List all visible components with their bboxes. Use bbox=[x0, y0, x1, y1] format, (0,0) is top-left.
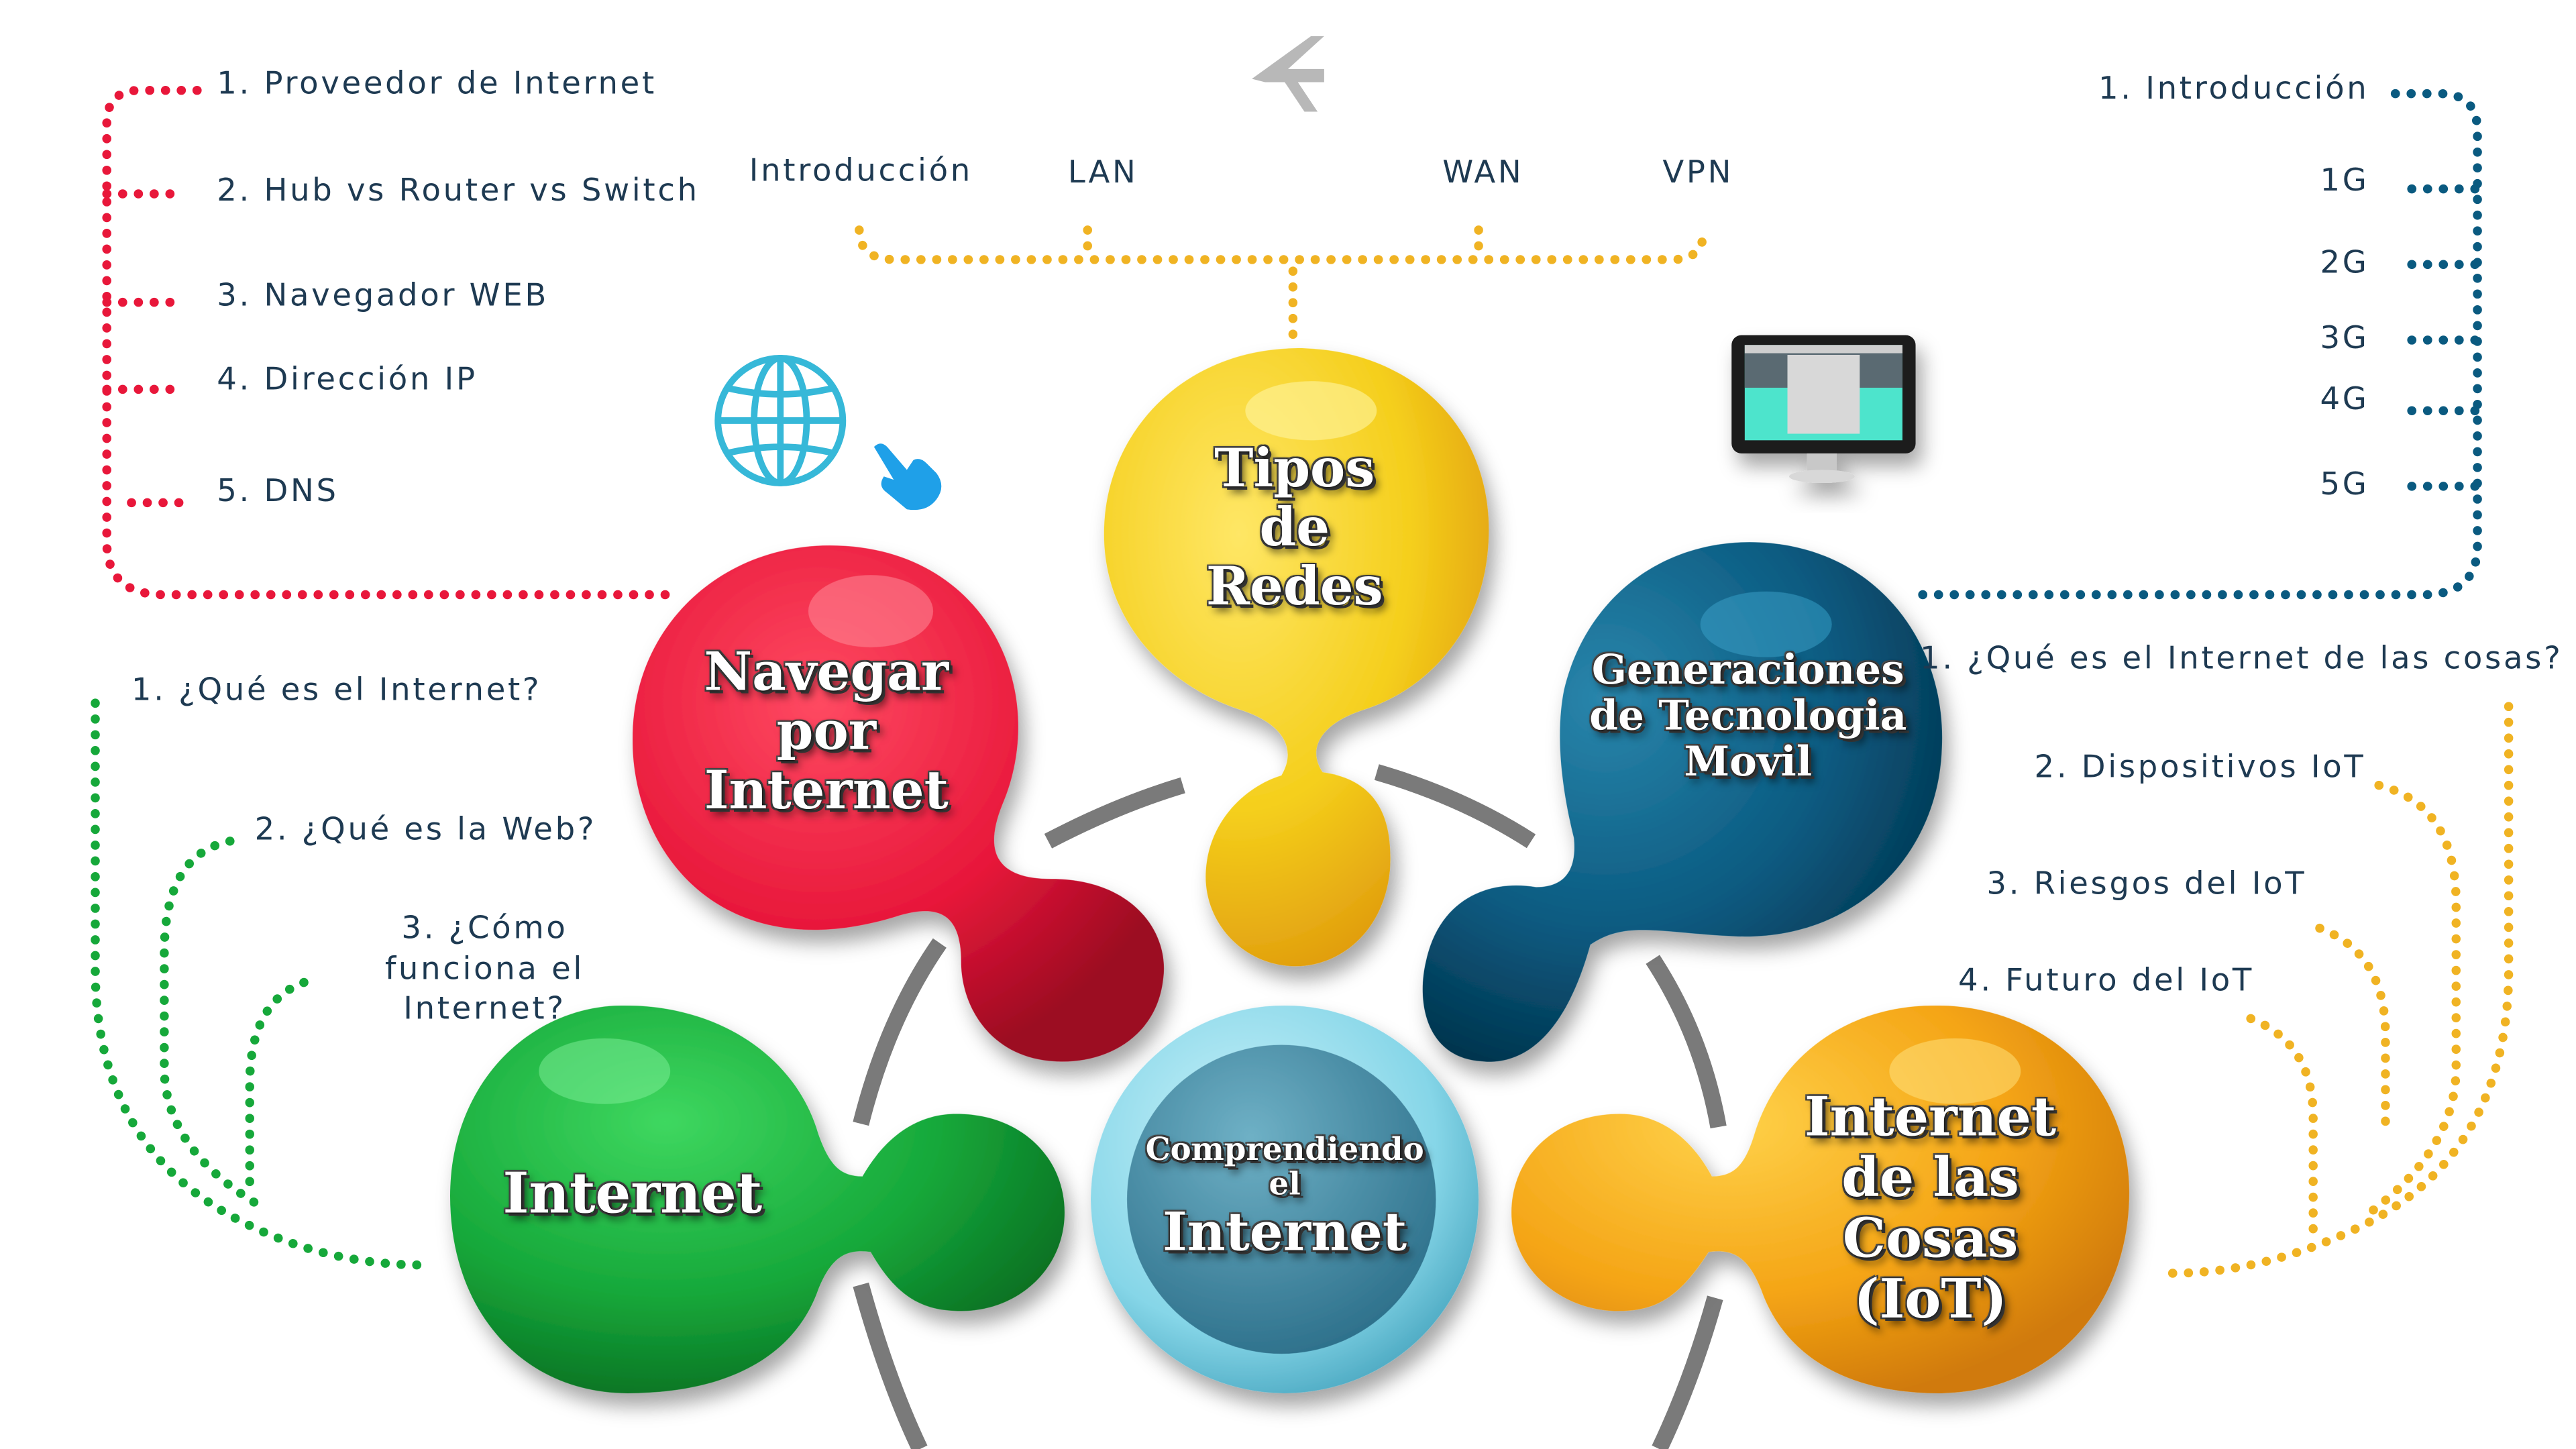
navegar-topic-2: 2. Hub vs Router vs Switch bbox=[217, 172, 700, 209]
movil-topic-5g: 5G bbox=[2320, 466, 2369, 503]
navegar-branch-line bbox=[102, 85, 678, 600]
pointing-hand-icon bbox=[873, 443, 942, 511]
internet-topic-3: 3. ¿Cómo funciona el Internet? bbox=[384, 910, 585, 1028]
internet-topic-2: 2. ¿Qué es la Web? bbox=[254, 811, 597, 848]
globe-icon bbox=[714, 354, 847, 486]
monitor-icon bbox=[1731, 335, 1916, 484]
redes-topic-intro: Introducción bbox=[749, 152, 973, 189]
iot-topic-1: 1. ¿Qué es el Internet de las cosas? bbox=[1920, 641, 2563, 677]
iot-title: Internet de las Cosas (IoT) bbox=[1804, 1084, 2057, 1331]
internet-title: Internet bbox=[502, 1161, 763, 1228]
movil-topic-3g: 3G bbox=[2320, 320, 2369, 357]
navegar-topic-3: 3. Navegador WEB bbox=[217, 277, 549, 314]
movil-topic-intro: 1. Introducción bbox=[2098, 70, 2369, 107]
iot-branch-line-4 bbox=[2246, 1014, 2318, 1240]
logo-icon bbox=[1252, 36, 1324, 112]
movil-topic-2g: 2G bbox=[2320, 244, 2369, 281]
redes-branch-line bbox=[855, 225, 1709, 264]
iot-topic-3: 3. Riesgos del IoT bbox=[1986, 865, 2307, 902]
tipos-redes-bubble bbox=[1104, 348, 1489, 967]
iot-branch-line-3 bbox=[2315, 923, 2390, 1138]
navegar-bubble bbox=[632, 545, 1165, 1062]
tipos-redes-title: Tipos de Redes bbox=[1205, 437, 1383, 617]
navegar-topic-5: 5. DNS bbox=[217, 473, 339, 510]
generaciones-bubble bbox=[1422, 542, 1943, 1062]
movil-branch-line bbox=[1904, 89, 2482, 600]
iot-branch-line-2 bbox=[2361, 780, 2461, 1220]
center-bubble bbox=[1091, 1005, 1479, 1393]
movil-topic-1g: 1G bbox=[2320, 162, 2369, 199]
connector-arcs bbox=[853, 764, 1727, 1449]
redes-topic-vpn: VPN bbox=[1662, 154, 1734, 191]
navegar-topic-4: 4. Dirección IP bbox=[217, 361, 478, 398]
center-title: Comprendiendo el Internet bbox=[1145, 1132, 1424, 1263]
navegar-topic-1: 1. Proveedor de Internet bbox=[217, 65, 657, 102]
iot-bubble bbox=[1511, 1005, 2130, 1393]
internet-topic-1: 1. ¿Qué es el Internet? bbox=[131, 672, 542, 708]
iot-topic-4: 4. Futuro del IoT bbox=[1958, 963, 2255, 999]
navegar-title: Navegar por Internet bbox=[704, 641, 949, 821]
internet-branch-line-1 bbox=[91, 698, 429, 1270]
internet-branch-line-3 bbox=[245, 977, 309, 1188]
generaciones-title: Generaciones de Tecnologia Movil bbox=[1589, 645, 1907, 786]
iot-topic-2: 2. Dispositivos IoT bbox=[2034, 749, 2366, 786]
internet-bubble bbox=[450, 1005, 1065, 1393]
redes-topic-lan: LAN bbox=[1067, 154, 1138, 191]
redes-topic-wan: WAN bbox=[1442, 154, 1524, 191]
movil-topic-4g: 4G bbox=[2320, 381, 2369, 418]
iot-branch-line-1 bbox=[2167, 702, 2514, 1278]
internet-branch-line-2 bbox=[160, 837, 268, 1212]
